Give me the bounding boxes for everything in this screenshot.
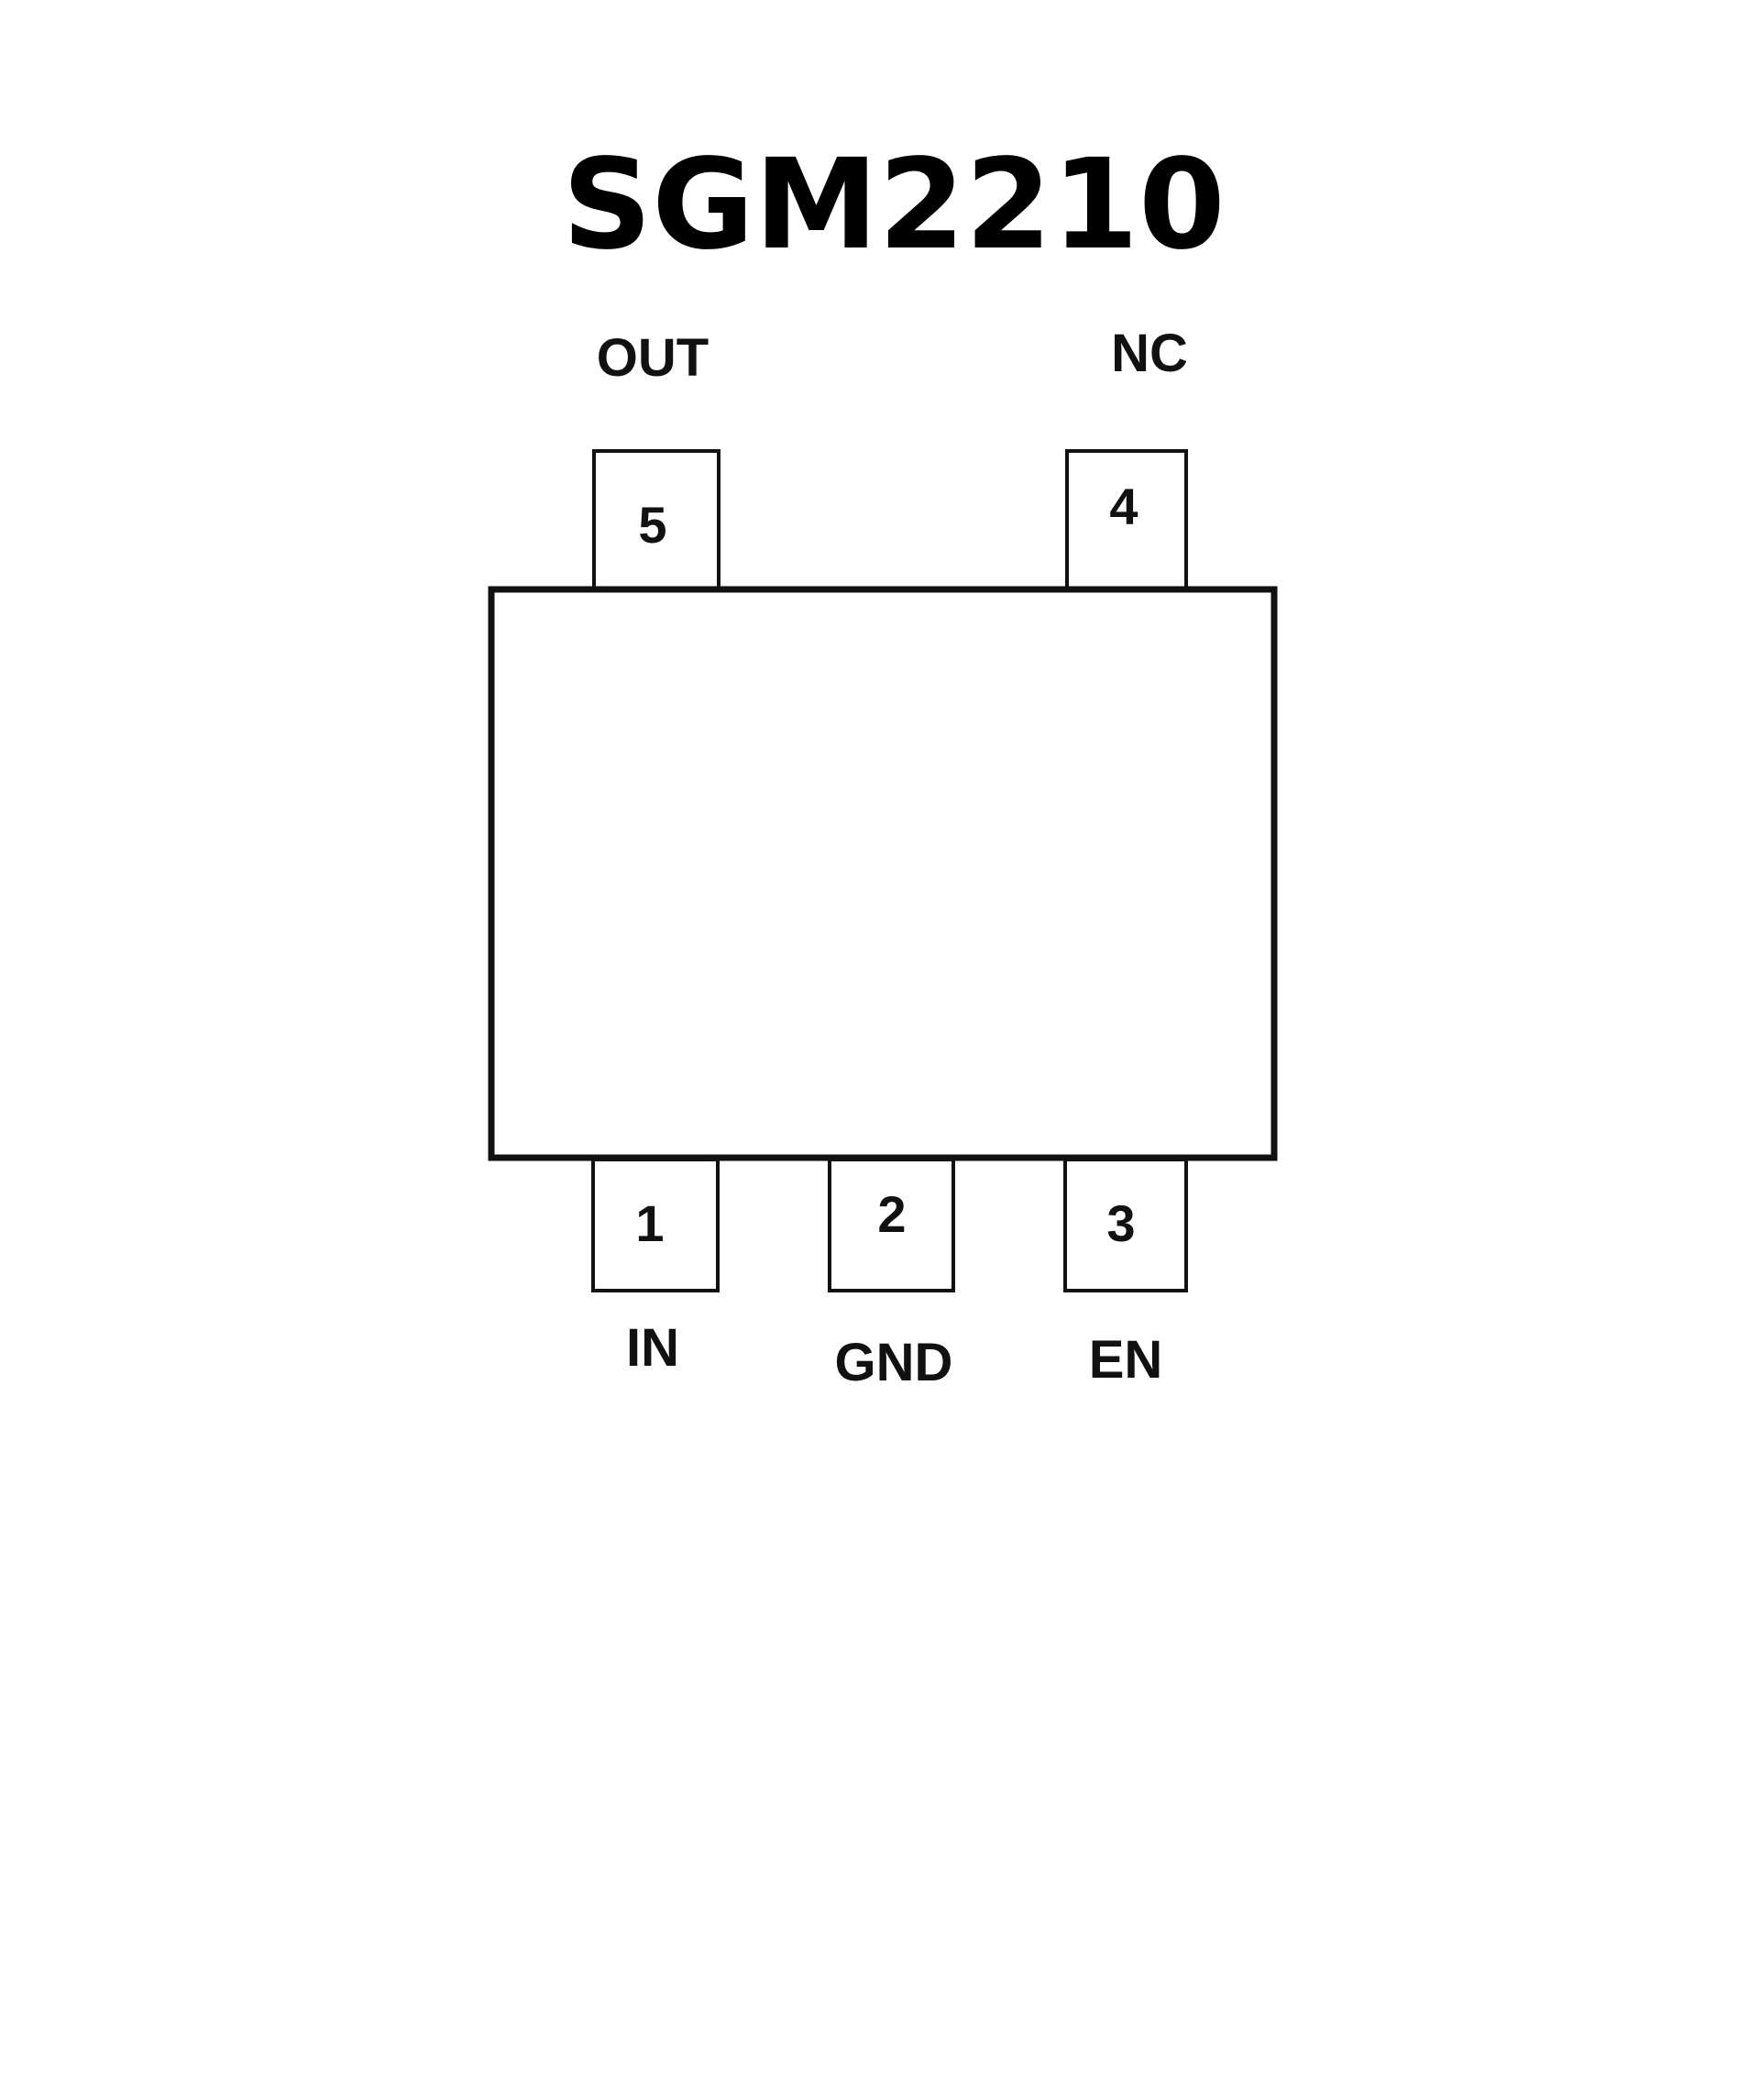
pin-4-number: 4 bbox=[1109, 478, 1138, 535]
pin-4-pad bbox=[1065, 449, 1188, 590]
pin-2-number: 2 bbox=[877, 1185, 906, 1243]
pin-3-number: 3 bbox=[1106, 1194, 1135, 1252]
pin-1-label: IN bbox=[626, 1318, 679, 1378]
pin-3-pad bbox=[1063, 1158, 1188, 1292]
package-body bbox=[488, 586, 1278, 1161]
pin-3-label: EN bbox=[1089, 1330, 1163, 1390]
pin-1-number: 1 bbox=[635, 1194, 664, 1252]
chip-title: SGM2210 bbox=[562, 133, 1225, 278]
pin-5-label: OUT bbox=[597, 328, 709, 388]
pin-1-pad bbox=[591, 1158, 720, 1292]
pin-2-pad bbox=[828, 1158, 955, 1292]
pin-5-pad bbox=[592, 449, 720, 590]
pin-4-label: NC bbox=[1111, 324, 1188, 383]
pin-2-label: GND bbox=[835, 1333, 953, 1392]
pin-5-number: 5 bbox=[638, 496, 666, 554]
